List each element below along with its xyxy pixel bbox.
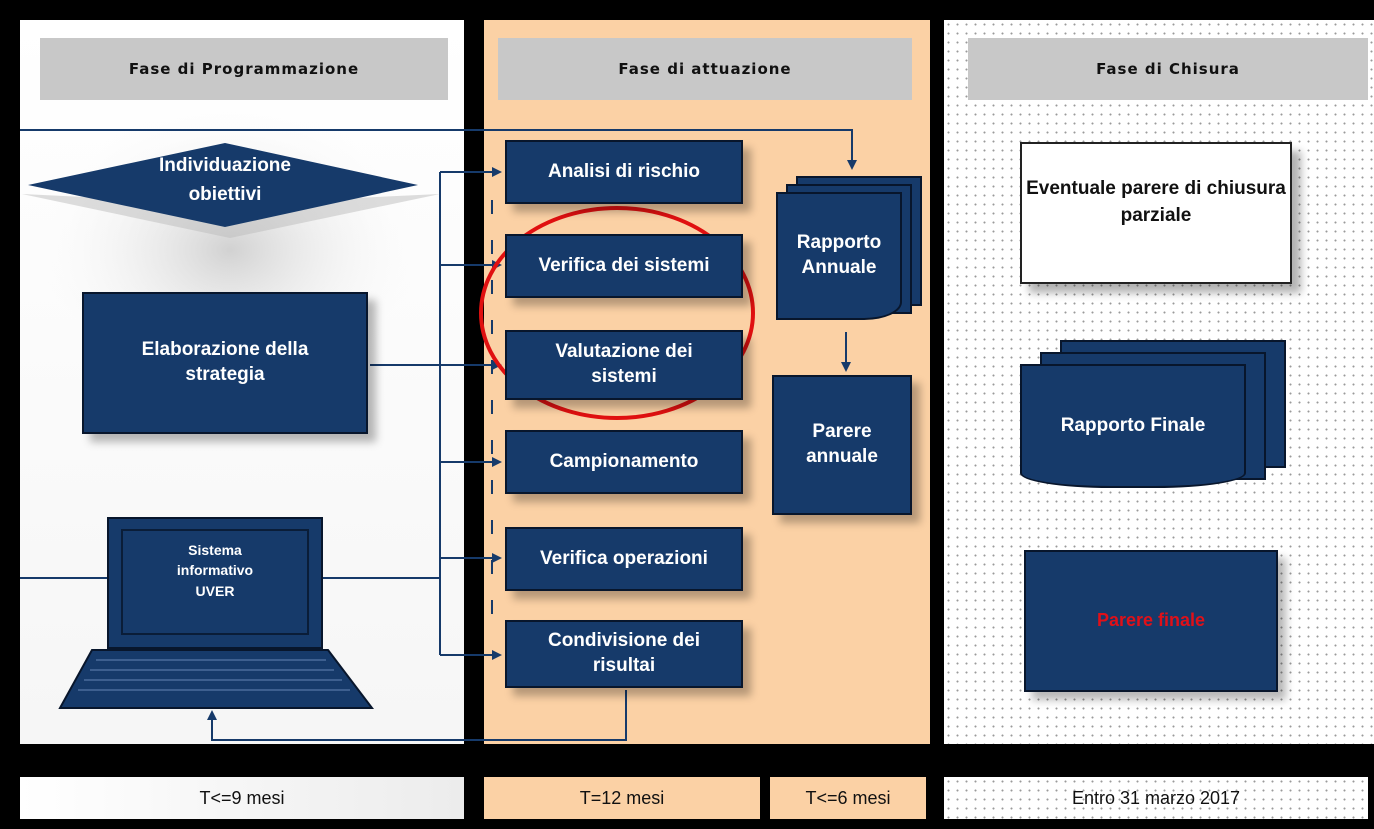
- header-attuazione: Fase di attuazione: [498, 38, 912, 100]
- timeline-programmazione: T<=9 mesi: [20, 777, 464, 819]
- laptop-screen-text: Sistema informativo UVER: [122, 540, 308, 630]
- step-condivisione-risultati: Condivisione dei risultai: [505, 620, 743, 688]
- step-analisi-rischio: Analisi di rischio: [505, 140, 743, 204]
- rapporto-annuale-doc: Rapporto Annuale: [776, 176, 924, 326]
- laptop-line-1: Sistema: [188, 542, 242, 558]
- header-programmazione: Fase di Programmazione: [40, 38, 448, 100]
- laptop-line-3: UVER: [195, 582, 235, 599]
- highlight-circle: [479, 206, 755, 420]
- strategy-box: Elaborazione della strategia: [82, 292, 368, 434]
- rapporto-finale-doc: Rapporto Finale: [1020, 340, 1288, 490]
- rapporto-finale-label: Rapporto Finale: [1020, 364, 1246, 488]
- timeline-chiusura: Entro 31 marzo 2017: [944, 777, 1368, 819]
- top-connector: [20, 129, 857, 170]
- diamond-shape: [28, 143, 418, 227]
- parere-finale-doc: Parere finale: [1024, 550, 1278, 692]
- parere-parziale-doc: Eventuale parere di chiusura parziale: [1020, 142, 1292, 284]
- rapporto-annuale-label: Rapporto Annuale: [776, 192, 902, 320]
- header-chiusura: Fase di Chisura: [968, 38, 1368, 100]
- timeline-attuazione: T=12 mesi: [484, 777, 760, 819]
- feedback-connector: [207, 690, 627, 741]
- step-verifica-operazioni: Verifica operazioni: [505, 527, 743, 591]
- diamond-label: Individuazione obiettivi: [159, 155, 291, 205]
- laptop-keys: [78, 659, 350, 691]
- parere-annuale-doc: Parere annuale: [772, 375, 912, 515]
- step-valutazione-sistemi: Valutazione dei sistemi: [505, 330, 743, 400]
- step-verifica-sistemi: Verifica dei sistemi: [505, 234, 743, 298]
- laptop-screen: [121, 529, 309, 635]
- laptop-line-2: informativo: [176, 562, 254, 579]
- step-campionamento: Campionamento: [505, 430, 743, 494]
- chiusura-panel: [944, 20, 1374, 744]
- timeline-chiusura-attuazione: T<=6 mesi: [770, 777, 926, 819]
